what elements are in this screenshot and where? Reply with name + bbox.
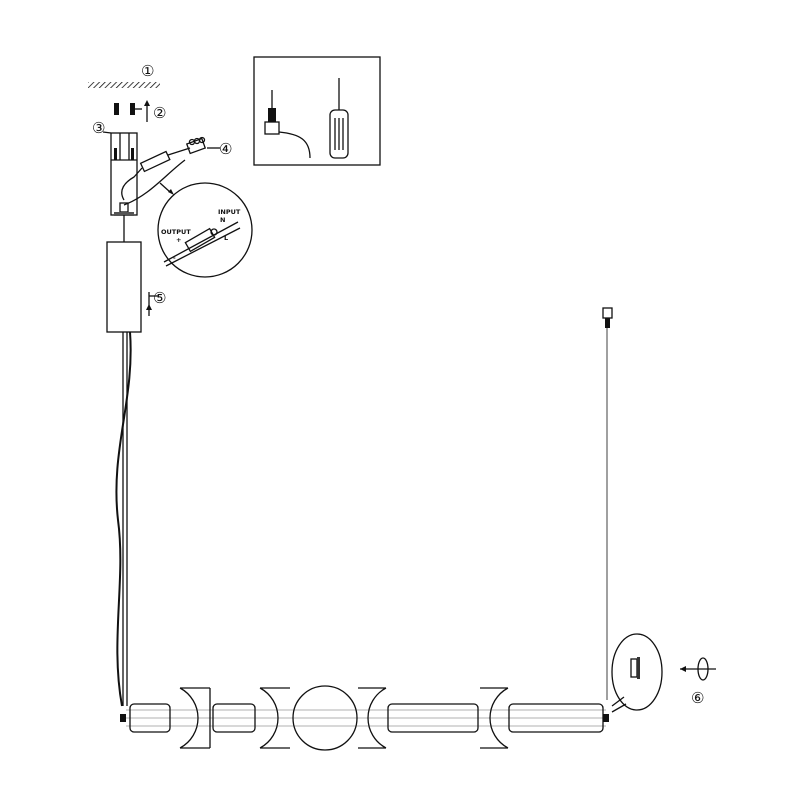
canopy-box [106,241,142,333]
sphere-segment [292,685,358,751]
drill-icon [264,90,311,159]
right-end-cap [603,714,609,722]
callout-1: ① [141,62,154,80]
led-driver [121,147,191,206]
cylinder-segment [212,703,256,733]
input-l-label: L [224,234,228,242]
left-suspension [115,331,132,707]
callout-6: ⑥ [691,689,704,707]
screwdriver-icon [329,78,349,159]
wall-anchors-icon [114,100,150,122]
cylinder-segment [508,703,604,733]
terminal-block [185,136,220,155]
output-plus-label: + [176,236,181,244]
tools-panel [253,56,381,166]
half-dome-segment [179,687,211,749]
end-cap-detail [611,633,663,713]
callout-5-arrow [146,292,158,316]
half-dome-segment [259,687,290,749]
output-label: OUTPUT [161,228,191,236]
callout-5: ⑤ [153,289,166,307]
rotate-arrow-icon [680,657,716,681]
light-bar [120,685,609,751]
output-minus-label: - [173,254,176,262]
left-end-cap [120,714,126,722]
input-n-label: N [220,216,225,224]
half-dome-segment [358,687,387,749]
half-dome-segment [480,687,509,749]
cylinder-segment [129,703,171,733]
wiring-detail [157,182,253,278]
ceiling [88,82,160,88]
callout-3: ③ [92,119,105,137]
cylinder-segment [387,703,479,733]
input-label: INPUT [218,208,241,216]
mounting-bracket [102,131,138,216]
callout-2: ② [153,104,166,122]
right-suspension [602,307,613,700]
callout-4: ④ [219,140,232,158]
